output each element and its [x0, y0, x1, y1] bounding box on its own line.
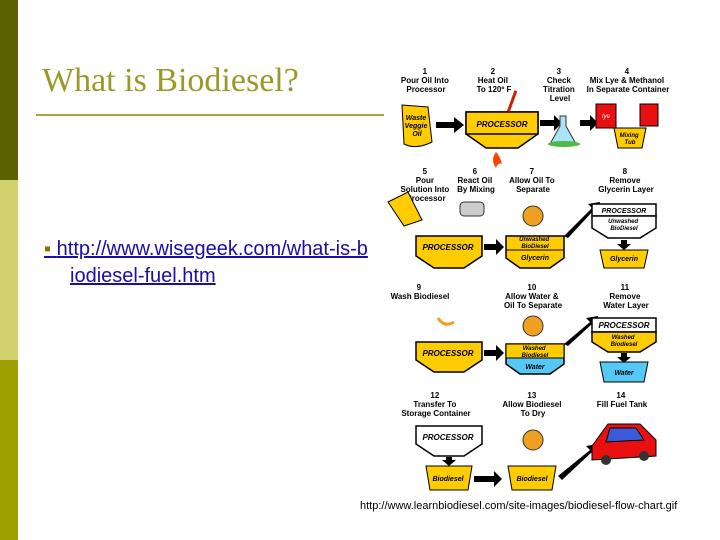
svg-text:10 Allow Water & O: 10 Allow Water & Oil To Separate — [504, 283, 563, 310]
svg-text:PROCESSOR: PROCESSOR — [422, 349, 473, 358]
drying-container — [507, 465, 557, 491]
step-1-label: 1 Pour Oil Into Processor — [401, 67, 451, 94]
processor-1: PROCESSOR — [465, 111, 539, 168]
svg-text:Unwashed BioDiesel: Unwashed BioDiesel — [519, 237, 551, 250]
svg-text:2 Heat Oil To 120º: 2 Heat Oil To 120º F — [477, 67, 512, 94]
svg-text:13 Allow Biodiesel: 13 Allow Biodiesel To Dry — [502, 391, 563, 418]
svg-text:4 Mix Lye & Methanol: 4 Mix Lye & Methanol In Separate Contain… — [587, 67, 670, 94]
down-arrow-8 — [617, 240, 631, 250]
source-link-block: ▪ http://www.wisegeek.com/what-is-biodie… — [44, 236, 370, 290]
processor-1-label: PROCESSOR — [476, 120, 527, 129]
svg-text:8 Remove Glycerin: 8 Remove Glycerin Layer — [598, 167, 654, 194]
thermometer-icon — [506, 90, 518, 112]
svg-text:Glycerin: Glycerin — [610, 256, 638, 263]
processor-12 — [415, 425, 483, 457]
bullet-icon: ▪ — [44, 238, 52, 260]
step-9-group: 9 Wash Biodiesel PROCESSOR — [391, 283, 504, 373]
svg-text:PROCESSOR: PROCESSOR — [422, 433, 473, 442]
svg-text:Unwashed BioDiesel: Unwashed BioDiesel — [608, 219, 640, 232]
step-4-group: 4 Mix Lye & Methanol In Separate Contain… — [587, 67, 670, 149]
storage-container — [425, 465, 473, 491]
lye-can — [595, 103, 617, 129]
step-5-group: 5 Pour Solution Into Processor PROCESSOR — [387, 167, 504, 269]
svg-text:5 Pour Solution In: 5 Pour Solution Into Processor — [400, 167, 451, 203]
step-1-group: 1 Pour Oil Into Processor Waste Veggie O… — [401, 67, 464, 148]
down-arrow-12 — [442, 457, 456, 466]
svg-text:3 Check Titration: 3 Check Titration Level — [543, 67, 577, 103]
arrow-9 — [484, 345, 504, 361]
svg-text:Water: Water — [525, 364, 546, 371]
wisegeek-link[interactable]: http://www.wisegeek.com/what-is-biodiese… — [56, 238, 368, 287]
arrow-12 — [474, 471, 502, 487]
step-13-group: 13 Allow Biodiesel To Dry Biodiesel — [502, 391, 598, 491]
svg-text:6 React Oil By Mix: 6 React Oil By Mixing — [457, 167, 495, 194]
down-arrow-11 — [617, 353, 631, 363]
water-container — [599, 361, 649, 383]
svg-text:9 Wash Biodiesel: 9 Wash Biodiesel — [391, 283, 450, 301]
flame-icon — [493, 152, 502, 168]
waste-oil-label: Waste Veggie Oil — [405, 115, 430, 138]
step-14-group: 14 Fill Fuel Tank — [591, 391, 657, 465]
arrow-3 — [580, 115, 598, 131]
svg-text:12 Transfer To Sto: 12 Transfer To Storage Container — [401, 391, 470, 418]
step-7-group: 7 Allow Oil To Separate Unwashed BioDies… — [505, 167, 600, 269]
alarm-clock-icon-2 — [522, 315, 544, 337]
mixing-tub-pour — [387, 191, 423, 227]
arrow-1 — [436, 117, 464, 133]
processor-2 — [415, 235, 483, 269]
arrow-10 — [564, 316, 598, 346]
mixing-tub — [613, 127, 647, 149]
mixer-icon — [459, 201, 485, 217]
arrow-13 — [558, 444, 598, 480]
spray-icon — [436, 317, 455, 326]
svg-text:PROCESSOR: PROCESSOR — [602, 208, 647, 215]
step-10-group: 10 Allow Water & Oil To Separate Washed … — [504, 283, 598, 375]
svg-text:PROCESSOR: PROCESSOR — [422, 243, 473, 252]
svg-text:Water: Water — [614, 370, 635, 377]
step-3-group: 3 Check Titration Level — [543, 67, 580, 147]
step-8-group: 8 Remove Glycerin Layer PROCESSOR Unwash… — [591, 167, 657, 269]
svg-text:7 Allow Oil To Sep: 7 Allow Oil To Separate — [509, 167, 557, 194]
arrow-5 — [484, 239, 504, 255]
left-band-bottom — [0, 360, 18, 540]
left-band-middle — [0, 180, 18, 360]
title-rule — [36, 114, 384, 116]
step-11-group: 11 Remove Water Layer PROCESSOR Washed B… — [591, 283, 657, 383]
svg-text:14 Fill Fuel Tank: 14 Fill Fuel Tank — [597, 391, 648, 409]
svg-text:Mixing Tub: Mixing Tub — [620, 133, 641, 146]
arrow-7 — [564, 202, 600, 238]
svg-text:Biodiesel: Biodiesel — [432, 476, 464, 483]
step-6-group: 6 React Oil By Mixing — [457, 167, 495, 217]
step-2-group: 2 Heat Oil To 120º F — [477, 67, 518, 112]
alarm-clock-icon-1 — [522, 205, 544, 227]
image-source-caption: http://www.learnbiodiesel.com/site-image… — [360, 500, 678, 512]
svg-text:11 Remove Water La: 11 Remove Water Layer — [603, 283, 649, 310]
methanol-can — [639, 103, 659, 127]
step-1-number: 1 — [423, 67, 428, 76]
arrow-2 — [540, 115, 562, 131]
svg-text:Washed Biodiesel: Washed Biodiesel — [522, 346, 549, 359]
waste-oil-can — [401, 104, 433, 148]
processor-9 — [415, 341, 483, 373]
glycerin-container — [599, 249, 649, 269]
svg-text:Washed Biodiesel: Washed Biodiesel — [611, 335, 638, 348]
svg-text:lye: lye — [602, 114, 610, 120]
step-1-line-2: Processor — [406, 85, 445, 94]
svg-text:Glycerin: Glycerin — [521, 255, 549, 262]
step-12-group: 12 Transfer To Storage Container PROCESS… — [401, 391, 502, 491]
svg-text:Biodiesel: Biodiesel — [516, 476, 548, 483]
car-icon — [591, 423, 657, 465]
biodiesel-flow-chart: 1 Pour Oil Into Processor Waste Veggie O… — [387, 67, 670, 491]
left-band-top — [0, 0, 18, 180]
slide-title: What is Biodiesel? — [42, 62, 299, 99]
alarm-clock-icon-3 — [522, 429, 544, 451]
step-1-line-1: Pour Oil Into — [401, 76, 449, 85]
svg-text:PROCESSOR: PROCESSOR — [598, 321, 649, 330]
